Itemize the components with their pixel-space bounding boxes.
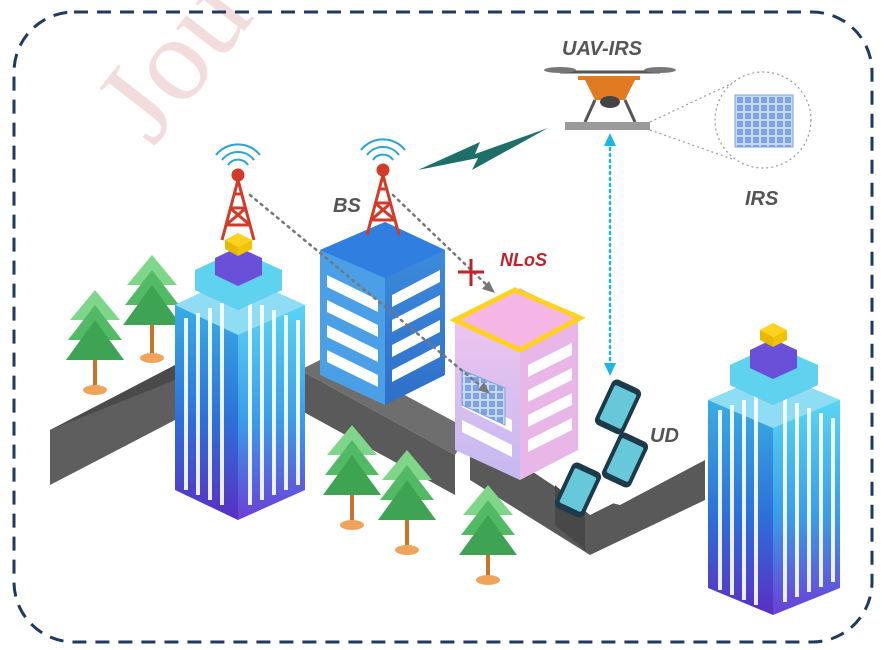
uav-irs-label: UAV-IRS bbox=[562, 38, 643, 60]
antenna-tower-left bbox=[220, 168, 256, 241]
irs-panel-icon bbox=[734, 94, 794, 148]
tree-middle-1 bbox=[323, 425, 381, 530]
tree-left-1 bbox=[66, 290, 124, 395]
bs-label: BS bbox=[333, 195, 361, 217]
signal-path-left-to-irs bbox=[248, 193, 490, 394]
tower-building-right bbox=[708, 323, 840, 615]
irs-panel-on-building bbox=[461, 369, 506, 426]
nlos-label: NLoS bbox=[500, 250, 547, 270]
pink-building bbox=[449, 287, 586, 480]
antenna-signal-left-icon bbox=[215, 143, 261, 166]
wireless-link-bolt-icon bbox=[418, 128, 548, 170]
irs-label: IRS bbox=[745, 188, 779, 210]
tree-left-2 bbox=[123, 255, 181, 363]
user-device-phone-2-icon bbox=[601, 432, 649, 488]
antenna-tower-bs bbox=[365, 163, 401, 236]
ud-label: UD bbox=[650, 425, 679, 447]
tree-middle-2 bbox=[378, 450, 436, 555]
antenna-signal-bs-icon bbox=[360, 138, 406, 161]
dashed-frame bbox=[12, 10, 874, 644]
bs-building bbox=[320, 222, 445, 405]
user-device-phone-1-icon bbox=[594, 379, 642, 435]
tower-building-left bbox=[175, 233, 305, 520]
watermark-text: Jou bbox=[69, 0, 276, 164]
signal-path-bs-blocked bbox=[391, 193, 495, 293]
irs-zoom-callout bbox=[649, 71, 812, 169]
uav-drone-icon bbox=[544, 67, 676, 130]
nlos-blocked-cross-icon bbox=[458, 259, 484, 286]
user-device-phone-3-icon bbox=[554, 462, 602, 518]
tree-middle-3 bbox=[459, 485, 517, 585]
uav-to-ud-link bbox=[604, 133, 616, 376]
